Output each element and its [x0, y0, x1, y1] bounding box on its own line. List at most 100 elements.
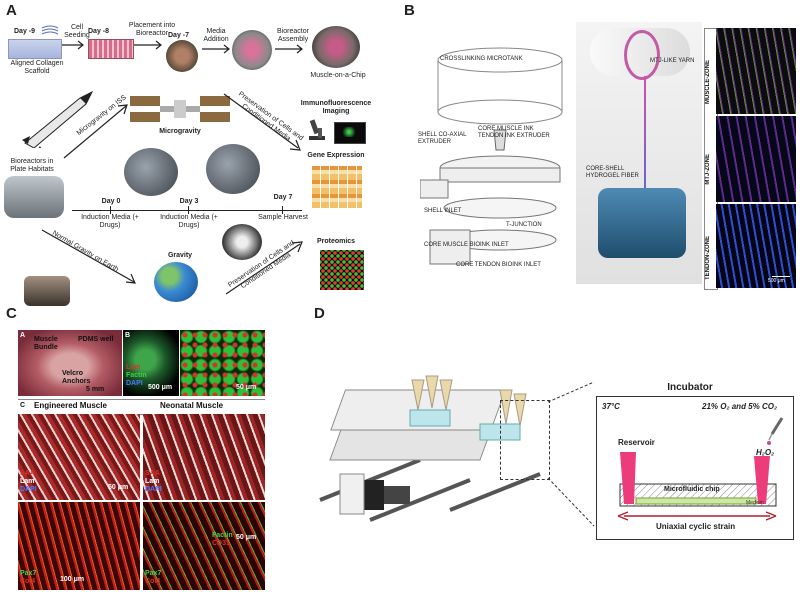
arrow-4-icon	[275, 44, 303, 54]
step-placement: Placement into Bioreactor	[128, 22, 176, 37]
muscle-zone-image	[716, 28, 796, 114]
pax7-label: Pax7	[20, 570, 37, 577]
scaffold-fibers-icon	[41, 25, 59, 35]
panel-d-letter: D	[314, 305, 325, 322]
microgravity-label: Microgravity	[159, 128, 201, 135]
medium-label: Medium	[746, 500, 764, 506]
arrow-3-icon	[202, 44, 230, 54]
fluorescence-screen-image	[334, 122, 366, 144]
factin-label: Factin	[126, 372, 147, 379]
timeline-label-1: Induction Media (+ Drugs)	[81, 214, 139, 229]
timeline-day-0: Day 0	[101, 198, 121, 205]
timeline-label-2: Induction Media (+ Drugs)	[160, 214, 218, 229]
neonatal-saa-image	[143, 414, 265, 500]
timeline-line	[72, 210, 302, 211]
c-sub-c-letter: C	[20, 402, 26, 409]
crosslinking-bath-image	[598, 188, 686, 258]
yarn-winding-image	[624, 30, 660, 80]
chip-label: Microfluidic chip	[664, 486, 720, 493]
strain-device-render	[319, 375, 541, 522]
plate-habitat-image	[4, 176, 64, 218]
col4-label-2: Col4	[145, 578, 161, 585]
arrow-preservation-bottom-icon	[225, 241, 303, 295]
b-label-yarn: MTJ-LIKE YARN	[650, 58, 695, 64]
h2o2-label: H₂O₂	[756, 448, 775, 457]
earth-habitat-image	[24, 276, 70, 306]
b-label-shell-inlet: SHELL INLET	[424, 208, 462, 214]
day-label-2: Day -8	[88, 28, 110, 35]
zone-muscle-label: MUSCLE-ZONE	[705, 60, 711, 104]
b-scale-bar	[772, 276, 790, 277]
panel-a-letter: A	[6, 2, 17, 19]
hydrogel-fiber-image	[644, 76, 646, 216]
lam-label-2: Lam	[20, 478, 35, 485]
neonatal-muscle-label: Neonatal Muscle	[160, 401, 224, 410]
temperature-label: 37°C	[602, 402, 620, 411]
scale-50b-label: 50 μm	[108, 484, 129, 491]
timeline-day-3: Day 3	[179, 198, 199, 205]
muscle-chip-label: Muscle-on-a-Chip	[310, 72, 366, 79]
harvest-plate-image	[222, 224, 262, 260]
media-well-image	[232, 30, 272, 70]
step-assembly: Bioreactor Assembly	[277, 28, 309, 43]
callout-lines	[547, 381, 595, 527]
timeline-tick	[188, 206, 189, 214]
arrow-earth-icon	[41, 229, 136, 284]
b-label-t-junction: T-JUNCTION	[506, 222, 542, 228]
pdms-well-label: PDMS well	[78, 336, 114, 343]
collagen-scaffold-image	[8, 39, 62, 59]
col4-label: Col4	[20, 578, 36, 585]
scale-50c-label: 50 μm	[236, 534, 257, 541]
panel-b-letter: B	[404, 2, 415, 19]
zone-mtj-label: MTJ-ZONE	[705, 154, 711, 185]
reservoir-label: Reservoir	[618, 438, 655, 447]
scaffold-label: Aligned Collagen Scaffold	[10, 60, 64, 75]
arrow-1-icon	[62, 40, 84, 50]
step-media: Media Addition	[203, 28, 229, 43]
day-label-1: Day -9	[14, 28, 36, 35]
panel-c-letter: C	[6, 305, 17, 322]
proteomics-array-image	[320, 250, 364, 290]
timeline-tick	[110, 206, 111, 214]
dapi-label: DAPI	[126, 380, 143, 387]
lam-label-3: Lam	[145, 478, 160, 485]
scale-500-label: 500 μm	[148, 384, 173, 391]
neonatal-pax7-image	[143, 502, 265, 590]
bioreactors-label: Bioreactors in Plate Habitats	[10, 158, 54, 173]
tendon-zone-image	[716, 204, 796, 288]
c-sub-b-letter: B	[125, 332, 131, 339]
engineered-saa-image	[18, 414, 140, 500]
c-header-bar	[18, 399, 265, 415]
bioprinter-schematic-icon	[420, 47, 563, 265]
scale-50-label: 50 μm	[236, 384, 257, 391]
pax7-label-2: Pax7	[145, 570, 162, 577]
rocket-icon	[22, 90, 94, 148]
saa-label-2: SAA	[145, 470, 160, 477]
saa-label: SAA	[20, 470, 35, 477]
incubator-title: Incubator	[667, 382, 713, 393]
velcro-label: Velcro Anchors	[62, 370, 91, 385]
arrow-iss-icon	[63, 104, 128, 159]
lam-label: Lam	[126, 364, 141, 371]
proteomics-label: Proteomics	[316, 238, 356, 245]
dapi-label-3: DAPI	[145, 486, 162, 493]
earth-globe-image	[154, 262, 198, 302]
factin-label-2: Factin	[212, 532, 233, 539]
bioreactor-well-image	[166, 40, 198, 72]
b-label-shell-extruder: SHELL CO-AXIAL EXTRUDER	[418, 132, 467, 145]
gene-heatmap-image	[312, 166, 362, 208]
strain-label: Uniaxial cyclic strain	[656, 522, 736, 531]
gene-label: Gene Expression	[307, 152, 365, 159]
gravity-label: Gravity	[167, 252, 193, 259]
iss-icon	[130, 96, 230, 122]
engineered-pax7-image	[18, 502, 140, 590]
scale-5mm-label: 5 mm	[86, 386, 105, 393]
pipette-icon	[767, 417, 784, 445]
b-label-core-extruder: CORE MUSCLE INK TENDON INK EXTRUDER	[478, 126, 550, 139]
step-cell-seeding: Cell Seeding	[64, 24, 90, 39]
timeline-day-7: Day 7	[273, 194, 293, 201]
engineered-muscle-label: Engineered Muscle	[34, 401, 107, 410]
zone-tendon-label: TENDON-ZONE	[705, 236, 711, 280]
seeded-scaffold-image	[88, 39, 134, 59]
lam-factin-image-low	[123, 330, 179, 396]
